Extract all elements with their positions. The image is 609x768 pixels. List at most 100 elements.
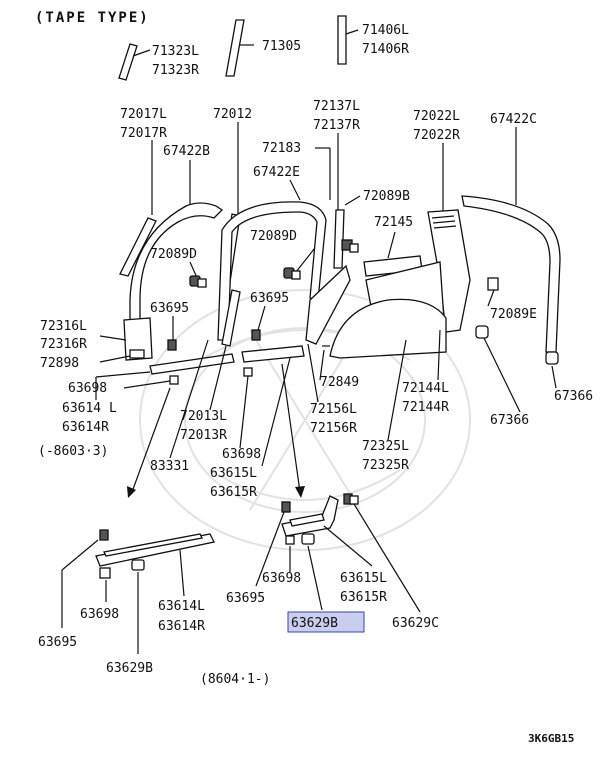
- label-67366-b: 67366: [554, 389, 593, 404]
- leader-lines-mid: [95, 289, 557, 467]
- label-63629b-b: 63629B: [106, 661, 153, 676]
- label-63695-d: 63695: [38, 635, 77, 650]
- label-72089b: 72089B: [363, 189, 410, 204]
- label-63629b-highlighted[interactable]: 63629B: [291, 616, 338, 631]
- label-67366-a: 67366: [490, 413, 529, 428]
- label-63614l-a: 63614 L: [62, 401, 117, 416]
- leader-lines-lower-left: [61, 539, 185, 654]
- part-72156-trim: [305, 264, 351, 345]
- label-67422c: 67422C: [490, 112, 537, 127]
- label-72013r: 72013R: [180, 428, 227, 443]
- leader-lines-upper: [151, 122, 517, 281]
- label-8603: (-8603·3): [38, 444, 108, 459]
- label-63695-c: 63695: [226, 591, 265, 606]
- label-63615r-a: 63615R: [210, 485, 257, 500]
- label-71323l: 71323L: [152, 44, 199, 59]
- label-63698-b: 63698: [222, 447, 261, 462]
- arrow-to-right-detail: [281, 363, 305, 498]
- label-72017l: 72017L: [120, 107, 167, 122]
- part-63695-screw-c: [99, 529, 109, 541]
- part-67366-cap-a: [475, 325, 489, 339]
- label-63614r-a: 63614R: [62, 420, 109, 435]
- label-72144l: 72144L: [402, 381, 449, 396]
- part-72325-wheelhouse: [329, 298, 447, 359]
- label-72183: 72183: [262, 141, 301, 156]
- part-67422b-weatherstrip: [129, 202, 224, 331]
- label-72012: 72012: [213, 107, 252, 122]
- label-83331: 83331: [150, 459, 189, 474]
- tape-type-heading: (TAPE TYPE): [35, 10, 150, 26]
- label-63614r-b: 63614R: [158, 619, 205, 634]
- part-72137-strip: [333, 209, 345, 269]
- label-72017r: 72017R: [120, 126, 167, 141]
- label-72156l: 72156L: [310, 402, 357, 417]
- label-72325r: 72325R: [362, 458, 409, 473]
- label-71305: 71305: [262, 39, 301, 54]
- part-72089b-clip: [341, 239, 359, 253]
- part-63615-plate-upper: [241, 345, 305, 363]
- part-63698-clip-b: [243, 367, 253, 377]
- label-72022l: 72022L: [413, 109, 460, 124]
- label-72137r: 72137R: [313, 118, 360, 133]
- part-63695-screw-a: [167, 339, 177, 351]
- part-71323-tape: [118, 43, 151, 81]
- label-63615l-a: 63615L: [210, 466, 257, 481]
- label-63698-c: 63698: [262, 571, 301, 586]
- part-63629b-clip-c: [131, 559, 145, 571]
- label-72898: 72898: [40, 356, 79, 371]
- part-71305-tape: [225, 19, 254, 77]
- part-72898: [129, 349, 145, 359]
- label-63614l-b: 63614L: [158, 599, 205, 614]
- leader-lines-lower-right: [255, 503, 421, 613]
- part-72022-grille: [431, 215, 457, 229]
- label-67422e: 67422E: [253, 165, 300, 180]
- label-71406l: 71406L: [362, 23, 409, 38]
- label-72089d-mid: 72089D: [250, 229, 297, 244]
- label-63629c: 63629C: [392, 616, 439, 631]
- label-72089d-left: 72089D: [150, 247, 197, 262]
- label-71406r: 71406R: [362, 42, 409, 57]
- part-63629b-clip-e: [301, 533, 315, 545]
- label-72325l: 72325L: [362, 439, 409, 454]
- part-67422c-weatherstrip: [461, 195, 561, 353]
- detail-left-scuff-plate: [95, 533, 215, 567]
- part-63695-screw-b: [251, 329, 261, 341]
- label-8604: (8604·1-): [200, 672, 270, 687]
- part-63698-clip-e: [285, 535, 295, 545]
- label-72022r: 72022R: [413, 128, 460, 143]
- part-71406-tape: [337, 15, 359, 65]
- label-72144r: 72144R: [402, 400, 449, 415]
- label-63615r-b: 63615R: [340, 590, 387, 605]
- label-67422b: 67422B: [163, 144, 210, 159]
- label-63698-d: 63698: [80, 607, 119, 622]
- part-72089e-clip: [487, 277, 499, 291]
- label-72145: 72145: [374, 215, 413, 230]
- label-72316l: 72316L: [40, 319, 87, 334]
- label-71323r: 71323R: [152, 63, 199, 78]
- label-63695-a: 63695: [150, 301, 189, 316]
- watermark-emblem: [139, 289, 471, 551]
- label-72137l: 72137L: [313, 99, 360, 114]
- highlight-63629b-box: [287, 611, 365, 633]
- label-63695-b: 63695: [250, 291, 289, 306]
- part-63614-scuff-upper: [149, 353, 235, 375]
- part-63695-screw-e: [281, 501, 291, 513]
- part-63698-clip-a: [169, 375, 179, 385]
- label-72316r: 72316R: [40, 337, 87, 352]
- label-72156r: 72156R: [310, 421, 357, 436]
- part-72013-trim: [221, 289, 241, 347]
- part-63698-clip-c: [99, 567, 111, 579]
- label-63698-a: 63698: [68, 381, 107, 396]
- arrow-to-left-detail: [127, 387, 171, 498]
- part-72089d-clip-mid: [283, 267, 301, 280]
- label-72089e: 72089E: [490, 307, 537, 322]
- diagram-code: 3K6GB15: [528, 732, 574, 745]
- part-67366-cap-b: [545, 351, 559, 365]
- label-63615l-b: 63615L: [340, 571, 387, 586]
- part-72089d-clip-left: [189, 275, 207, 288]
- label-72013l: 72013L: [180, 409, 227, 424]
- label-72849: 72849: [320, 375, 359, 390]
- part-63629c-clip: [343, 493, 359, 505]
- part-72017-pillar: [119, 217, 157, 277]
